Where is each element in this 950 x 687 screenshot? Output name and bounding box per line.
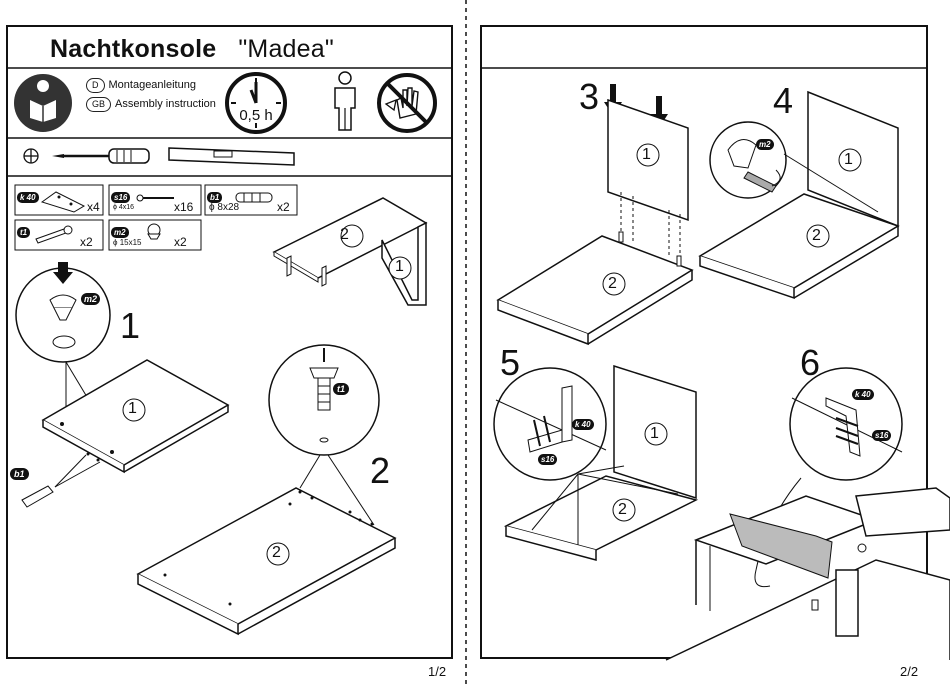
- assembled-shelf-preview: [272, 197, 428, 306]
- callout-t1-step2: t1: [333, 383, 350, 395]
- part-b1-size: ϕ 8x28: [209, 202, 240, 213]
- step-number-2: 2: [370, 450, 391, 491]
- part-b1: b1: [207, 187, 223, 205]
- part-m2-code: m2: [111, 227, 129, 238]
- step2-board-label: 2: [272, 544, 281, 561]
- connector-bolt-icon: [35, 225, 73, 244]
- part-t1-qty: x2: [80, 235, 93, 249]
- callout-m2-step1: m2: [81, 293, 101, 305]
- part-s16-code: s16: [111, 192, 131, 203]
- read-instructions-icon: [14, 74, 72, 132]
- part-k40-code: k 40: [17, 192, 39, 203]
- phillips-icon: [23, 148, 39, 164]
- part-s16-qty: x16: [174, 200, 194, 214]
- step3-panel-1: 1: [642, 146, 651, 163]
- step6-assembly: [665, 367, 950, 661]
- part-m2-qty: x2: [174, 235, 187, 249]
- tools-row: [23, 147, 295, 166]
- page-number-right: 2/2: [900, 664, 919, 679]
- part-s16: s16: [111, 187, 131, 205]
- step-number-6: 6: [800, 342, 821, 383]
- part-t1-code: t1: [17, 227, 31, 238]
- step2-detail-circle: [268, 344, 380, 526]
- part-t1: t1: [17, 222, 31, 240]
- angle-bracket-icon: [40, 191, 86, 213]
- lang-gb-text: Assembly instruction: [115, 98, 216, 110]
- assembly-time: 0,5 h: [239, 107, 272, 124]
- callout-m2-step4: m2: [756, 139, 774, 150]
- step4-panel-1: 1: [844, 151, 853, 168]
- board-1-step1: [41, 359, 230, 474]
- step-number-1: 1: [120, 305, 141, 346]
- callout-k40-step6: k 40: [852, 389, 874, 400]
- lang-gb-badge: GB: [86, 97, 112, 112]
- callout-b1-step1: b1: [10, 468, 29, 480]
- part-k40-qty: x4: [87, 200, 100, 214]
- no-hands-only-icon: [377, 73, 437, 133]
- part-m2-size: ϕ 15x15: [113, 238, 142, 247]
- product-title: Nachtkonsole "Madea": [50, 35, 334, 64]
- cam-lock-icon: [147, 223, 161, 240]
- step3-panel-2: 2: [608, 275, 617, 292]
- preview-label-1: 1: [395, 258, 404, 275]
- part-s16-size: ϕ 4x16: [113, 204, 135, 211]
- callout-k40-step5: k 40: [572, 419, 594, 430]
- spirit-level-icon: [168, 147, 295, 166]
- page-number-left: 1/2: [428, 664, 447, 679]
- one-person-icon: [334, 71, 356, 131]
- left-page-illustrations: [15, 197, 428, 636]
- screw-icon: [136, 194, 174, 202]
- callout-s16-step6: s16: [872, 430, 892, 441]
- step4-assembly: [698, 90, 900, 300]
- dowel-icon: [235, 192, 273, 203]
- step1-detail-circle: [15, 262, 121, 453]
- part-b1-qty: x2: [277, 200, 290, 214]
- step-number-5: 5: [500, 342, 521, 383]
- step5-assembly: [493, 364, 699, 561]
- step3-assembly: [496, 84, 694, 346]
- screwdriver-icon: [52, 148, 150, 164]
- dowel-step1: [21, 454, 101, 508]
- part-b1-code: b1: [207, 192, 223, 203]
- product-name: Nachtkonsole: [50, 35, 217, 63]
- right-page-illustrations: [493, 84, 950, 661]
- part-k40: k 40: [17, 187, 39, 205]
- board-2-step2: [136, 487, 397, 636]
- part-m2: m2: [111, 222, 129, 240]
- step-number-3: 3: [579, 76, 600, 117]
- parts-list: k 40 x4 s16 ϕ 4x16 x16 b1 ϕ 8x28 x2 t1 x…: [14, 184, 314, 254]
- step5-panel-2: 2: [618, 501, 627, 518]
- lang-de-text: Montageanleitung: [108, 79, 196, 91]
- lang-de-badge: D: [86, 78, 105, 93]
- clock-icon: 0,5 h: [225, 72, 287, 134]
- callout-s16-step5: s16: [538, 454, 558, 465]
- parts-boxes: [14, 184, 298, 251]
- preview-label-2: 2: [340, 226, 349, 243]
- product-model: "Madea": [238, 35, 334, 63]
- step-number-4: 4: [773, 80, 794, 121]
- step1-board-label: 1: [128, 400, 137, 417]
- step5-panel-1: 1: [650, 425, 659, 442]
- step4-panel-2: 2: [812, 227, 821, 244]
